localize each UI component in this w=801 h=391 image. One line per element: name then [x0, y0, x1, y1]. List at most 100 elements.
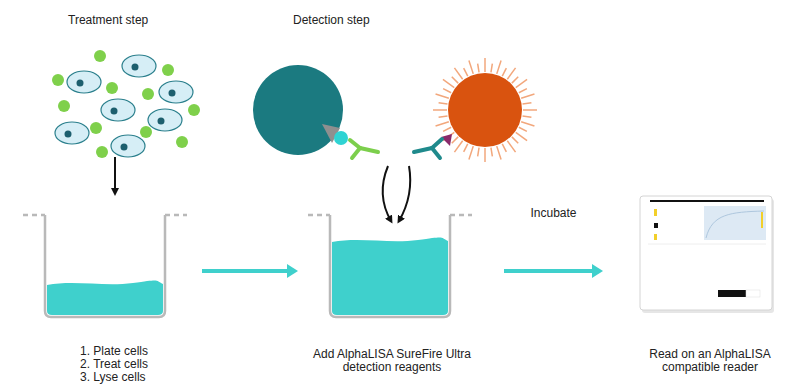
glow-ray	[436, 94, 449, 98]
glow-ray	[502, 68, 506, 76]
glow-ray	[443, 89, 451, 93]
glow-ray	[523, 103, 532, 104]
teal-antibody	[414, 139, 442, 158]
glow-ray	[443, 127, 451, 131]
reader-node: Read on an AlphaLISA compatible reader	[625, 190, 795, 390]
glow-ray	[491, 64, 492, 73]
donor-bead	[253, 65, 343, 155]
well-drawing	[302, 205, 482, 335]
glow-ray	[433, 109, 447, 111]
glow-ray	[454, 68, 462, 79]
glow-ray	[439, 116, 448, 117]
glow-ray	[443, 79, 454, 87]
glow-ray	[497, 61, 501, 74]
down-arrow	[114, 157, 116, 193]
treatment-dot	[94, 50, 106, 62]
cell-nucleus	[132, 64, 139, 71]
cell	[67, 71, 101, 93]
glow-ray	[454, 141, 462, 152]
antibody-arm	[352, 148, 360, 158]
cell-nucleus	[111, 108, 118, 115]
treatment-dot	[52, 74, 64, 86]
reader-slot	[746, 290, 760, 297]
reader-divider	[648, 244, 766, 245]
reader-body	[640, 196, 772, 310]
glow-ray	[521, 122, 534, 126]
glow-ray	[478, 64, 479, 73]
cell	[111, 135, 145, 157]
glow-ray	[452, 137, 458, 143]
reader-screen	[704, 206, 766, 240]
glow-ray	[469, 61, 473, 74]
step-text: 3. Lyse cells	[80, 371, 192, 384]
reader-mark	[654, 234, 657, 240]
glow-ray	[519, 89, 527, 93]
treatment-dot	[176, 136, 188, 148]
treatment-dot	[188, 104, 200, 116]
step-caption: 1. Plate cells2. Treat cells3. Lyse cell…	[80, 345, 192, 384]
flow-arrow	[202, 264, 298, 278]
glow-ray	[516, 132, 527, 140]
cell	[101, 99, 135, 121]
treatment-dot	[140, 126, 152, 138]
treatment-dot	[106, 82, 118, 94]
glow-ray	[507, 68, 515, 79]
step-heading: Detection step	[293, 13, 370, 27]
antigen	[334, 131, 348, 145]
glow-ray	[497, 146, 501, 159]
antibody-stem	[360, 148, 378, 152]
glow-ray	[516, 79, 527, 87]
well-liquid	[47, 280, 163, 315]
glow-ray	[491, 148, 492, 157]
antibody-arm	[432, 148, 440, 158]
step-caption: Read on an AlphaLISA compatible reader	[625, 348, 795, 374]
cell	[148, 109, 182, 131]
green-antibody	[350, 140, 378, 158]
reader-mark	[761, 212, 763, 228]
flow-arrow	[504, 264, 603, 278]
reader-drawing	[625, 190, 795, 320]
arrow-shaft	[202, 269, 289, 273]
cell	[122, 55, 156, 77]
well-node: Add AlphaLISA SureFire Ultra detection r…	[302, 205, 482, 385]
well-rim	[165, 214, 187, 217]
well-wall	[45, 215, 165, 317]
cell-nucleus	[121, 144, 128, 151]
glow-ray	[484, 58, 486, 72]
well-liquid	[332, 237, 448, 315]
glow-ray	[464, 144, 468, 152]
glow-ray	[523, 116, 532, 117]
arrowhead	[287, 264, 298, 278]
edge-label: Incubate	[530, 206, 576, 220]
well-drawing	[30, 205, 196, 335]
glow-ray	[519, 127, 527, 131]
glow-ray	[469, 146, 473, 159]
glow-ray	[464, 68, 468, 76]
treatment-dot	[142, 88, 154, 100]
glow-ray	[484, 148, 486, 162]
glow-ray	[436, 122, 449, 126]
reader-curve	[706, 211, 764, 238]
step-text: 2. Treat cells	[80, 358, 192, 371]
glow-ray	[523, 109, 537, 111]
curved-arrow	[399, 166, 410, 221]
reader-mark	[654, 209, 657, 216]
step-text: 1. Plate cells	[80, 345, 192, 358]
treatment-dot	[90, 122, 102, 134]
glow-ray	[502, 144, 506, 152]
glow-ray	[439, 103, 448, 104]
cell	[159, 81, 193, 103]
glow-ray	[512, 77, 518, 83]
arrow-shaft	[504, 269, 594, 273]
antibody-arm	[432, 139, 442, 148]
step-text: Add AlphaLISA SureFire Ultra detection r…	[302, 348, 482, 374]
glow-ray	[452, 77, 458, 83]
reader-topline	[650, 200, 764, 202]
treatment-dot	[96, 146, 108, 158]
well-node: 1. Plate cells2. Treat cells3. Lyse cell…	[30, 205, 196, 386]
treatment-dot	[58, 100, 70, 112]
glow-ray	[521, 94, 534, 98]
glow-rays	[433, 58, 537, 162]
cell-nucleus	[77, 80, 84, 87]
treatment-dot	[162, 64, 174, 76]
